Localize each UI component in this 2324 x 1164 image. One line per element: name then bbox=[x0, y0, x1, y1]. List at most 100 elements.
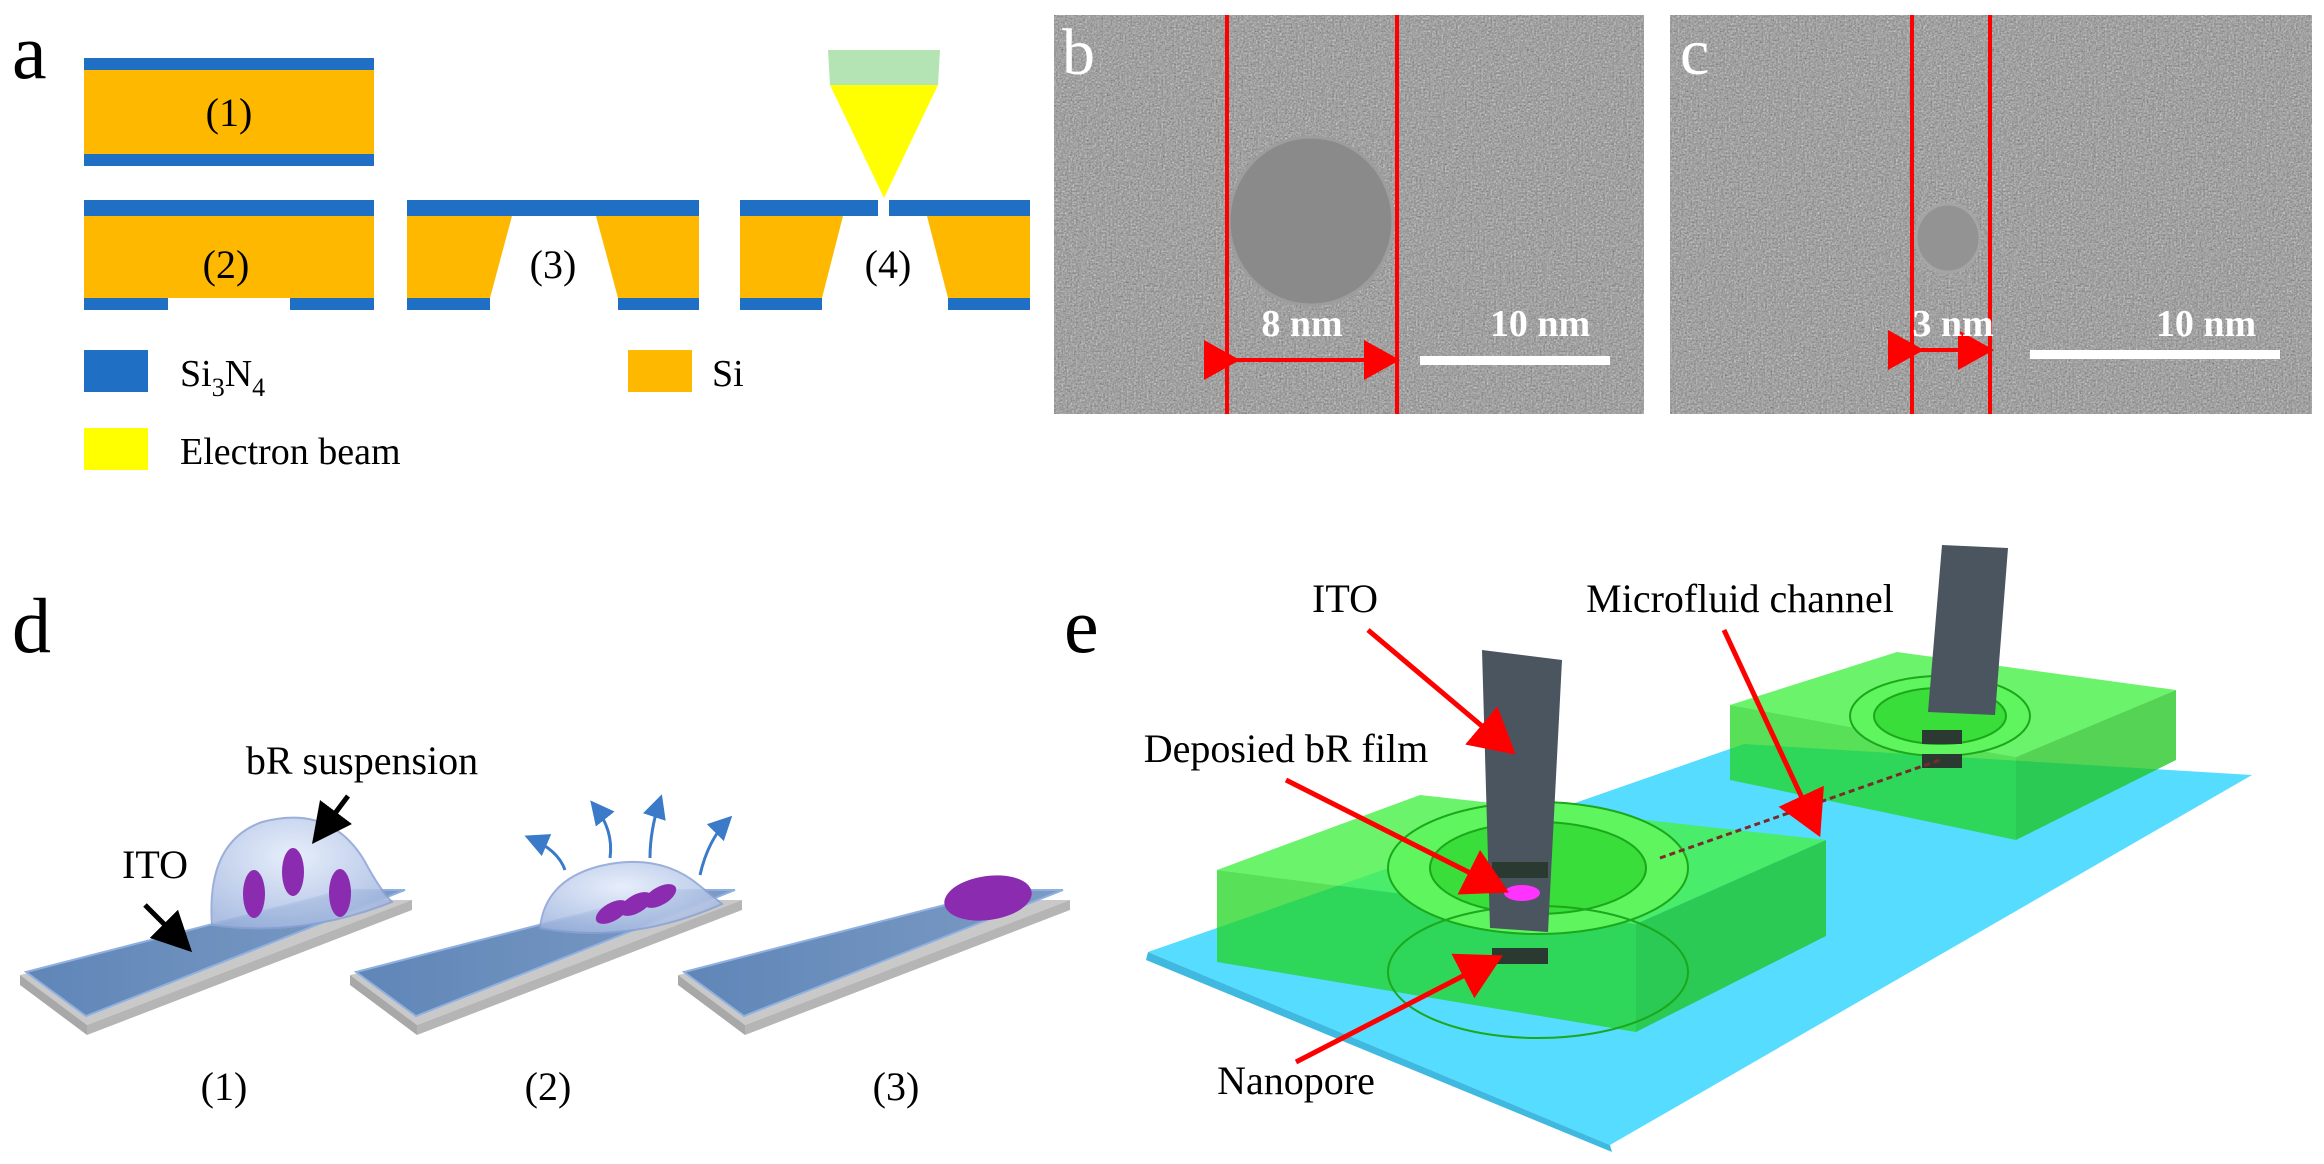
step-3-label: (3) bbox=[873, 1064, 920, 1109]
step-2-label: (2) bbox=[525, 1064, 572, 1109]
nitride-bottom-right bbox=[618, 298, 699, 310]
scale-bar bbox=[1420, 356, 1610, 365]
panel-d: d ITO bR suspension (1) bbox=[12, 582, 1070, 1109]
nitride-bottom-left bbox=[84, 298, 168, 310]
scale-bar bbox=[2030, 350, 2280, 359]
electron-gun bbox=[828, 50, 940, 90]
scale-bar-label: 10 nm bbox=[2156, 303, 2256, 345]
suspension-pointer-arrow bbox=[312, 794, 352, 844]
chip-step-4: (4) bbox=[740, 50, 1030, 310]
channel-pointer-arrow bbox=[1721, 628, 1824, 838]
evaporation-arrow bbox=[590, 800, 615, 859]
br-particle bbox=[282, 848, 304, 896]
electrode-segment bbox=[1922, 754, 1962, 768]
legend-swatch-si bbox=[628, 350, 692, 392]
legend-swatch-electron-beam bbox=[84, 428, 148, 470]
nitride-bottom-right bbox=[948, 298, 1030, 310]
panel-b-tem-image: 8 nm 10 nm b bbox=[1054, 15, 1644, 414]
nitride-bottom-left bbox=[407, 298, 490, 310]
silicon-wafer bbox=[84, 216, 374, 298]
pdms-block-right bbox=[1730, 545, 2176, 840]
nitride-top bbox=[84, 200, 374, 216]
evaporation-arrow bbox=[698, 815, 733, 876]
slide-edge-front bbox=[417, 900, 742, 1035]
pdms-side bbox=[1636, 840, 1826, 1032]
suspension-label: bR suspension bbox=[246, 738, 478, 783]
pore-size-label: 3 nm bbox=[1912, 303, 1993, 345]
nanopore bbox=[1227, 135, 1395, 307]
pdms-side bbox=[2016, 690, 2176, 840]
panel-e: e ITO bbox=[1064, 545, 2252, 1152]
ito-slide-top bbox=[681, 889, 1064, 1018]
legend-label-si3n4: Si3N4 bbox=[180, 353, 265, 402]
slide-edge bbox=[350, 975, 417, 1035]
slide-step-3: (3) bbox=[678, 875, 1070, 1109]
step-3-label: (3) bbox=[530, 242, 577, 287]
evaporation-arrow bbox=[642, 794, 666, 859]
nanopore-chip bbox=[1492, 948, 1548, 964]
nitride-bottom-right bbox=[290, 298, 374, 310]
electrode-segment bbox=[1922, 730, 1962, 744]
electron-beam bbox=[830, 85, 938, 198]
slide-edge bbox=[678, 975, 745, 1035]
panel-e-label: e bbox=[1064, 582, 1099, 669]
slide-edge bbox=[20, 975, 87, 1035]
silicon-left bbox=[740, 216, 843, 298]
chip-step-2: (2) bbox=[84, 200, 374, 310]
legend: Si3N4 Si Electron beam bbox=[84, 350, 744, 473]
channel-label: Microfluid channel bbox=[1586, 576, 1894, 621]
slide-step-2: (2) bbox=[350, 794, 742, 1109]
nitride-membrane-left bbox=[740, 200, 878, 216]
glass-substrate-edge bbox=[1146, 952, 1612, 1152]
legend-label-si: Si bbox=[712, 353, 744, 395]
nanopore-label: Nanopore bbox=[1217, 1058, 1375, 1103]
nanopore-pointer-arrow bbox=[1294, 953, 1503, 1065]
panel-a-label: a bbox=[12, 8, 47, 95]
film-label: Deposied bR film bbox=[1144, 726, 1428, 771]
slide-step-1: ITO bR suspension (1) bbox=[20, 738, 478, 1109]
step-1-label: (1) bbox=[201, 1064, 248, 1109]
ito-pointer-arrow bbox=[1366, 628, 1516, 755]
nitride-membrane bbox=[407, 200, 699, 216]
br-particle bbox=[329, 869, 351, 917]
br-particle bbox=[595, 900, 629, 924]
pdms-block-left bbox=[1217, 650, 1826, 1039]
br-film-deposit bbox=[1504, 885, 1540, 901]
step-2-label: (2) bbox=[203, 242, 250, 287]
panel-b-label: b bbox=[1062, 16, 1095, 89]
slide-edge-front bbox=[87, 900, 412, 1035]
pdms-front bbox=[1730, 705, 2016, 840]
ito-electrode-right bbox=[1928, 545, 2008, 715]
nanopore bbox=[1914, 202, 1982, 274]
silicon-right bbox=[596, 216, 699, 298]
ito-label: ITO bbox=[122, 842, 188, 887]
pore-size-label: 8 nm bbox=[1261, 303, 1342, 345]
panel-a: a (1) (2) (3) bbox=[12, 8, 1030, 473]
panel-c-label: c bbox=[1680, 16, 1709, 89]
br-particle bbox=[619, 892, 653, 916]
legend-label-electron-beam: Electron beam bbox=[180, 431, 401, 473]
nitride-top bbox=[84, 58, 374, 70]
br-particle bbox=[243, 870, 265, 918]
br-film bbox=[944, 875, 1032, 921]
nitride-membrane-right bbox=[889, 200, 1030, 216]
br-particle bbox=[643, 884, 677, 908]
evaporation-arrow bbox=[524, 834, 567, 871]
slide-edge-front bbox=[745, 900, 1070, 1035]
nitride-bottom-left bbox=[740, 298, 822, 310]
electrode-segment bbox=[1492, 862, 1548, 878]
legend-swatch-si3n4 bbox=[84, 350, 148, 392]
film-pointer-arrow bbox=[1284, 777, 1509, 895]
chip-step-3: (3) bbox=[407, 200, 699, 310]
scale-bar-label: 10 nm bbox=[1490, 303, 1590, 345]
chip-step-1: (1) bbox=[84, 58, 374, 166]
step-4-label: (4) bbox=[865, 242, 912, 287]
panel-c-tem-image: 3 nm 10 nm c bbox=[1670, 15, 2312, 414]
silicon-left bbox=[407, 216, 512, 298]
nitride-bottom bbox=[84, 154, 374, 166]
panel-d-label: d bbox=[12, 582, 51, 669]
silicon-right bbox=[927, 216, 1030, 298]
step-1-label: (1) bbox=[206, 90, 253, 135]
ito-label: ITO bbox=[1312, 576, 1378, 621]
